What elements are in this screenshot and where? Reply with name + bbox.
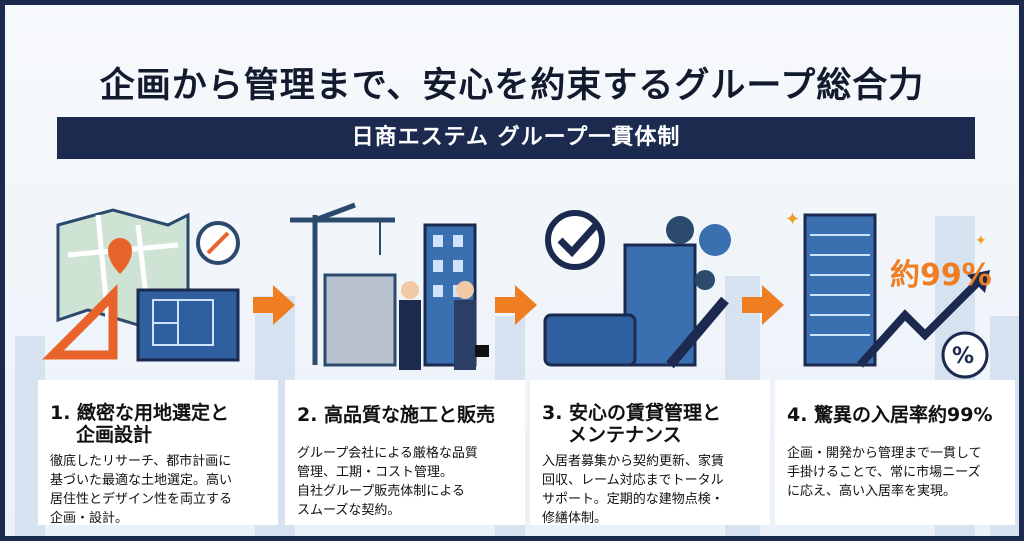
step-4-card: 4. 驚異の入居率約99% 企画・開発から管理まで一貫して手掛けることで、常に市… <box>775 380 1015 525</box>
svg-text:%: % <box>952 344 974 369</box>
arrow-right-icon <box>253 285 295 325</box>
step-2-description: グループ会社による厳格な品質管理、工期・コスト管理。自社グループ販売体制によるス… <box>297 446 478 518</box>
step-4-title: 4. 驚異の入居率約99% <box>787 404 993 426</box>
step-2: 2. 高品質な施工と販売 グループ会社による厳格な品質管理、工期・コスト管理。自… <box>285 195 525 531</box>
construction-handshake-illustration <box>290 202 489 370</box>
svg-text:✦: ✦ <box>785 209 800 230</box>
percent-circle-icon <box>941 331 989 379</box>
step-4: ✦ ✦ 約99% % 4. 驚異の入居率約99% 企画・開発から管理まで一貫して… <box>775 195 1015 531</box>
step-2-title: 2. 高品質な施工と販売 <box>297 404 496 426</box>
checkmark-icon <box>545 210 605 270</box>
management-maintenance-illustration <box>543 210 731 369</box>
step-3-card: 3. 安心の賃貸管理とメンテナンス 入居者募集から契約更新、家賃回収、レーム対応… <box>530 380 770 526</box>
occupancy-badge: 約99% <box>890 258 992 293</box>
page-title: 企画から管理まで、安心を約束するグループ総合力 <box>99 66 925 106</box>
wrench-icon <box>666 296 729 369</box>
crane-icon <box>290 202 395 365</box>
gear-icon <box>666 216 694 244</box>
step-3: 3. 安心の賃貸管理とメンテナンス 入居者募集から契約更新、家賃回収、レーム対応… <box>530 195 770 531</box>
step-4-description: 企画・開発から管理まで一貫して手掛けることで、常に市場ニーズに応え、高い入居率を… <box>787 446 982 499</box>
arrow-right-icon <box>742 285 784 325</box>
apartment-building-icon <box>803 213 877 367</box>
step-2-card: 2. 高品質な施工と販売 グループ会社による厳格な品質管理、工期・コスト管理。自… <box>285 380 525 525</box>
arrow-right-icon <box>495 285 537 325</box>
toolbox-icon <box>543 313 637 367</box>
occupancy-growth-illustration: ✦ ✦ 約99% % <box>785 209 992 379</box>
map-blueprint-illustration <box>42 208 240 362</box>
growth-arrow-icon <box>857 277 983 368</box>
step-1-title: 1. 緻密な用地選定と企画設計 <box>50 402 230 446</box>
svg-text:✦: ✦ <box>975 233 987 249</box>
step-1-card: 1. 緻密な用地選定と企画設計 徹底したリサーチ、都市計画に基づいた最適な土地選… <box>38 380 278 526</box>
group-banner: 日商エステム グループ一貫体制 <box>57 117 975 159</box>
step-3-title: 3. 安心の賃貸管理とメンテナンス <box>542 402 722 446</box>
step-3-description: 入居者募集から契約更新、家賃回収、レーム対応までトータルサポート。定期的な建物点… <box>542 454 725 526</box>
step-1-description: 徹底したリサーチ、都市計画に基づいた最適な土地選定。高い居住性とデザイン性を両立… <box>50 454 233 526</box>
step-1: 1. 緻密な用地選定と企画設計 徹底したリサーチ、都市計画に基づいた最適な土地選… <box>38 195 278 531</box>
